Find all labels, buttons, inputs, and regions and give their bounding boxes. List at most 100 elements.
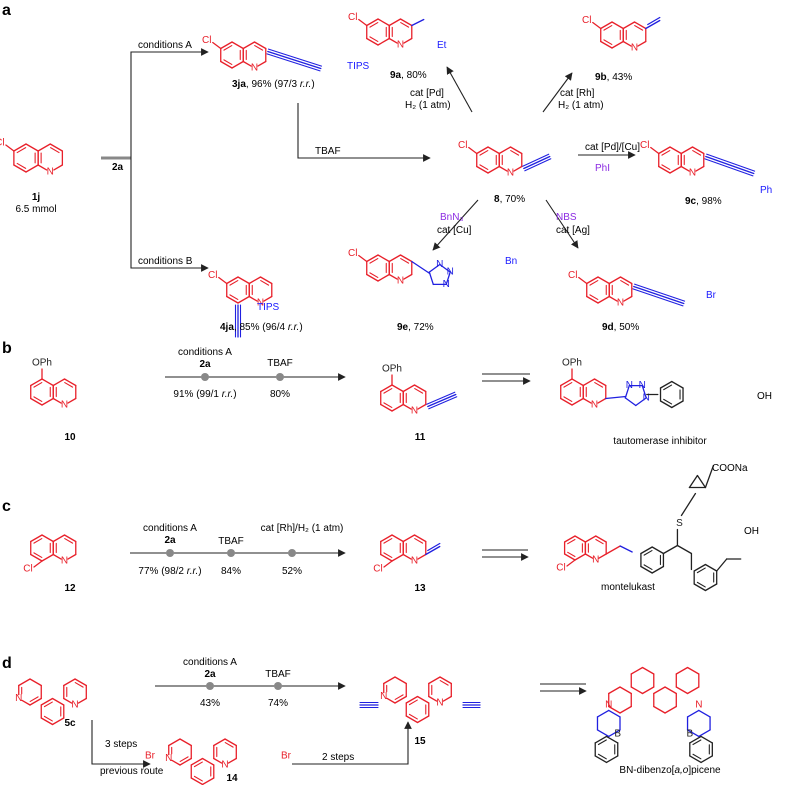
- quinoline-11-pyridine-bond: [413, 384, 427, 393]
- quinoline-8-benzo-bond: [487, 146, 500, 155]
- quinoline-12-pyridine-bond: [52, 553, 62, 560]
- quinoline-1j-benzo-bond: [25, 164, 39, 173]
- quinoline-9c-pyridine-bond: [695, 165, 705, 172]
- quinoline-9b-pyridine-bond: [633, 21, 647, 30]
- chloro-atom: Cl: [373, 564, 382, 575]
- terminal-alkyne: [523, 155, 551, 170]
- quinoline-montelukast-benzo-double-bond: [567, 538, 576, 545]
- quinoline-4ja-benzo-bond: [237, 276, 250, 285]
- quinoline-8-pyridine-bond: [513, 165, 523, 172]
- phenanthroline-14-ring-left-bond: [179, 757, 192, 766]
- styryl-bond: [605, 545, 621, 555]
- quinoline-12-benzo-bond: [41, 553, 54, 562]
- bn-benzo-right-double-bond: [692, 753, 702, 760]
- phenanthroline-5c-ring-left-bond: [21, 699, 31, 706]
- chloro-bond: [358, 18, 368, 27]
- bn-benzo-left-bond: [605, 735, 619, 744]
- ophenyl-label: OPh: [32, 358, 52, 369]
- step-dot-d1: [206, 682, 214, 690]
- quinoline-9c-pyridine-bond: [691, 146, 705, 155]
- phenanthroline-14-ring-mid-bond: [201, 757, 215, 766]
- quinoline-4ja-benzo-bond: [226, 276, 239, 285]
- tips-alkyne: [267, 48, 323, 67]
- yield-b-step1: 91% (99/1 r.r.): [173, 389, 237, 400]
- phenanthroline-5c-ring-right-double-bond: [74, 682, 84, 688]
- bn-core-ring-3-bond: [664, 686, 677, 695]
- quinoline-inhibitor-benzo-bond: [560, 397, 573, 406]
- bn-benzo-right-double-bond: [692, 739, 702, 746]
- compound-12-label: 12: [64, 583, 76, 594]
- cat-pd-cu-label: cat [Pd]/[Cu]: [585, 142, 641, 153]
- quinoline-1j-pyridine-double-bond: [50, 147, 60, 154]
- arrow-conditions-b: [130, 158, 209, 272]
- vinyl-double-bond: [647, 16, 661, 26]
- phenol-double-bond: [663, 398, 673, 405]
- phenanthroline-14-ring-left-nitrogen: N: [165, 753, 172, 764]
- quinoline-montelukast-pyridine-bond: [595, 535, 607, 543]
- arrow-to-9b: [542, 72, 573, 113]
- quinoline-9d-pyridine-double-bond: [620, 280, 630, 286]
- reagent-2a-c: 2a: [164, 535, 176, 546]
- cyclopropyl-bond: [696, 474, 707, 489]
- phenanthroline-15-ring-mid-bond: [416, 695, 430, 704]
- quinoline-12-benzo-bond: [41, 534, 54, 543]
- triazole-n1: N: [443, 279, 450, 290]
- phenanthroline-15-ring-mid-double-bond: [408, 713, 418, 720]
- benzene-right-bond: [693, 583, 707, 592]
- h2-label-9b: H₂ (1 atm): [558, 100, 604, 111]
- quinoline-10-benzo-bond: [41, 378, 54, 387]
- phenyl-group: Ph: [760, 185, 773, 196]
- quinoline-12-benzo-double-bond: [33, 538, 43, 544]
- quinoline-9c-benzo-bond: [658, 146, 671, 155]
- quinoline-4ja-pyridine-double-bond: [260, 280, 270, 286]
- phenyl-alkyne: [705, 155, 755, 175]
- quinoline-9c-pyridine-bond: [680, 146, 694, 155]
- benzene-right-double-bond: [696, 567, 706, 574]
- nbs-reagent: NBS: [556, 212, 577, 223]
- tertiary-bond: [716, 558, 728, 572]
- chloro-atom: Cl: [556, 563, 565, 574]
- compound-10-label: 10: [64, 432, 76, 443]
- bromo-atom-left: Br: [145, 751, 156, 762]
- phenanthroline-5c-ring-right-bond: [74, 678, 87, 687]
- phenanthroline-14-ring-right-bond: [227, 757, 237, 764]
- quinoline-9d-pyridine-bond: [608, 276, 622, 285]
- bn-core-ring-1-bond: [619, 705, 632, 714]
- benzene-mid-bond: [651, 546, 665, 555]
- phenanthroline-14-ring-left-bond: [168, 738, 181, 747]
- benzene-right-double-bond: [696, 581, 706, 588]
- bn-core-ring-1-bond: [608, 705, 621, 714]
- quinoline-9c-pyridine-nitrogen: N: [689, 168, 696, 179]
- quinoline-9c-pyridine-bond: [680, 165, 690, 172]
- quinoline-montelukast-pyridine-nitrogen: N: [592, 555, 599, 566]
- quinoline-9b-pyridine-double-bond: [634, 25, 644, 31]
- phenanthroline-14-ring-mid-bond: [190, 757, 204, 766]
- bn-core-ring-3-bond: [653, 705, 666, 714]
- chloro-bond: [468, 146, 478, 155]
- chain-bond: [662, 544, 679, 555]
- previous-route-label: previous route: [100, 766, 164, 777]
- quinoline-9d-pyridine-nitrogen: N: [617, 298, 624, 309]
- quinoline-12-pyridine-bond: [63, 534, 77, 543]
- quinoline-9d-pyridine-bond: [608, 295, 618, 302]
- chloro-atom: Cl: [202, 35, 211, 46]
- quinoline-3ja-pyridine-bond: [253, 41, 267, 50]
- panel-label-d: d: [2, 655, 12, 672]
- compound-9c-caption: 9c, 98%: [685, 196, 722, 207]
- quinoline-montelukast-benzo-double-bond: [567, 551, 576, 558]
- quinoline-9b-pyridine-bond: [622, 21, 636, 30]
- quinoline-9d-benzo-bond: [597, 295, 610, 304]
- benzene-mid-bond: [640, 546, 653, 555]
- quinoline-9c-benzo-bond: [669, 146, 682, 155]
- quinoline-9a-benzo-bond: [366, 37, 379, 46]
- vinyl-double-bond: [427, 542, 441, 552]
- panel-label-a: a: [2, 2, 11, 19]
- phenanthroline-5c-ring-left-bond: [18, 678, 31, 687]
- chloro-atom: Cl: [23, 564, 32, 575]
- triazole-bond: [641, 384, 647, 399]
- quinoline-9a-pyridine-double-bond: [400, 22, 410, 28]
- bn-benzo-right-bond: [689, 755, 702, 764]
- bn-benzo-left-bond: [594, 735, 608, 744]
- quinoline-9d-benzo-bond: [586, 295, 599, 304]
- bn-side-ring-right-bond: [698, 709, 711, 718]
